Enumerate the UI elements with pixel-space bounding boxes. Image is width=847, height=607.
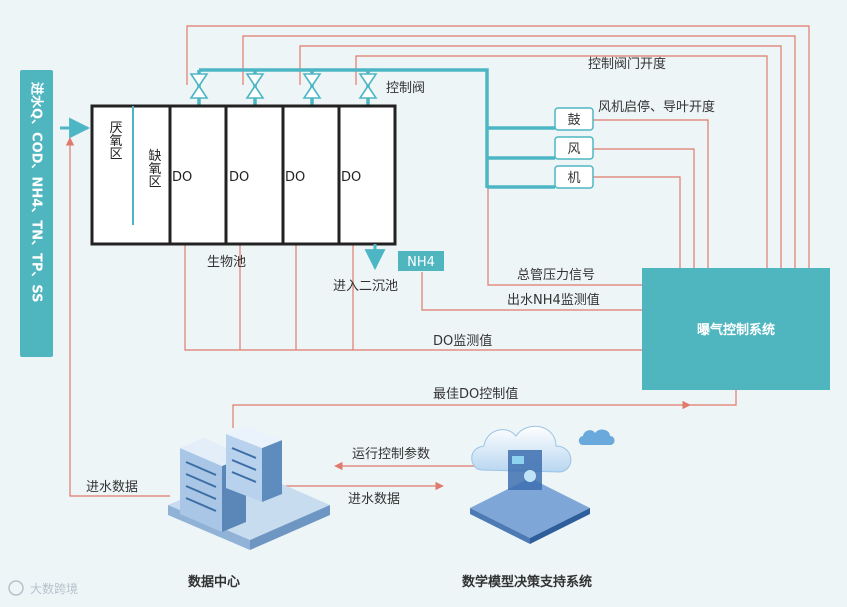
bio-tank-name: 生物池 [207, 255, 246, 270]
bio-tank [90, 104, 397, 246]
inflow-label: 进水Q、COD、NH4、TN、TP、SS [29, 82, 45, 303]
small-cloud-icon [578, 429, 615, 445]
svg-text:NH4: NH4 [407, 255, 435, 270]
valve-label: 控制阀 [386, 81, 425, 96]
do-label-4: DO [341, 170, 361, 185]
valve-icon [302, 73, 322, 99]
to-secondary-label: 进入二沉池 [333, 279, 398, 294]
valve-icon [245, 73, 265, 99]
do-label-2: DO [229, 170, 249, 185]
watermark-logo-icon [8, 580, 24, 596]
svg-text:缺氧区: 缺氧区 [146, 149, 162, 188]
anoxic-zone-label: 缺氧区 [146, 149, 162, 188]
svg-text:机: 机 [567, 171, 580, 186]
outlet-nh4-label: 出水NH4监测值 [507, 292, 600, 308]
run-params-label: 运行控制参数 [352, 446, 430, 462]
valve-opening-label: 控制阀门开度 [588, 56, 666, 72]
pipe-pressure-label: 总管压力信号 [517, 268, 595, 283]
optimal-do-label: 最佳DO控制值 [433, 386, 518, 402]
svg-text:风: 风 [567, 142, 580, 157]
signal-lines [65, 25, 810, 497]
valve-icon [189, 73, 209, 99]
decision-system-label: 数学模型决策支持系统 [462, 574, 592, 590]
control-valves [189, 73, 378, 99]
nh4-tag: NH4 [398, 251, 444, 271]
do-label-1: DO [172, 170, 192, 185]
inflow-data-center-label: 进水数据 [348, 492, 400, 507]
svg-text:厌氧区: 厌氧区 [107, 121, 123, 160]
cloud-server-icon[interactable] [470, 425, 590, 544]
svg-text:鼓: 鼓 [567, 113, 580, 128]
inflow-panel: 进水Q、COD、NH4、TN、TP、SS [20, 70, 53, 357]
data-center-label: 数据中心 [188, 574, 240, 590]
valve-icon [358, 73, 378, 99]
aeration-control-panel[interactable]: 曝气控制系统 [642, 268, 830, 390]
blower-boxes: 鼓 风 机 [554, 107, 594, 189]
inflow-data-left-label: 进水数据 [86, 480, 138, 495]
watermark: 大数跨境 [8, 580, 78, 596]
svg-text:曝气控制系统: 曝气控制系统 [697, 322, 775, 338]
server-icon[interactable] [168, 426, 330, 550]
do-label-3: DO [285, 170, 305, 185]
do-monitor-label: DO监测值 [433, 333, 492, 349]
blower-status-label: 风机启停、导叶开度 [598, 99, 715, 115]
anaerobic-zone-label: 厌氧区 [107, 121, 123, 160]
svg-text:大数跨境: 大数跨境 [30, 581, 78, 596]
